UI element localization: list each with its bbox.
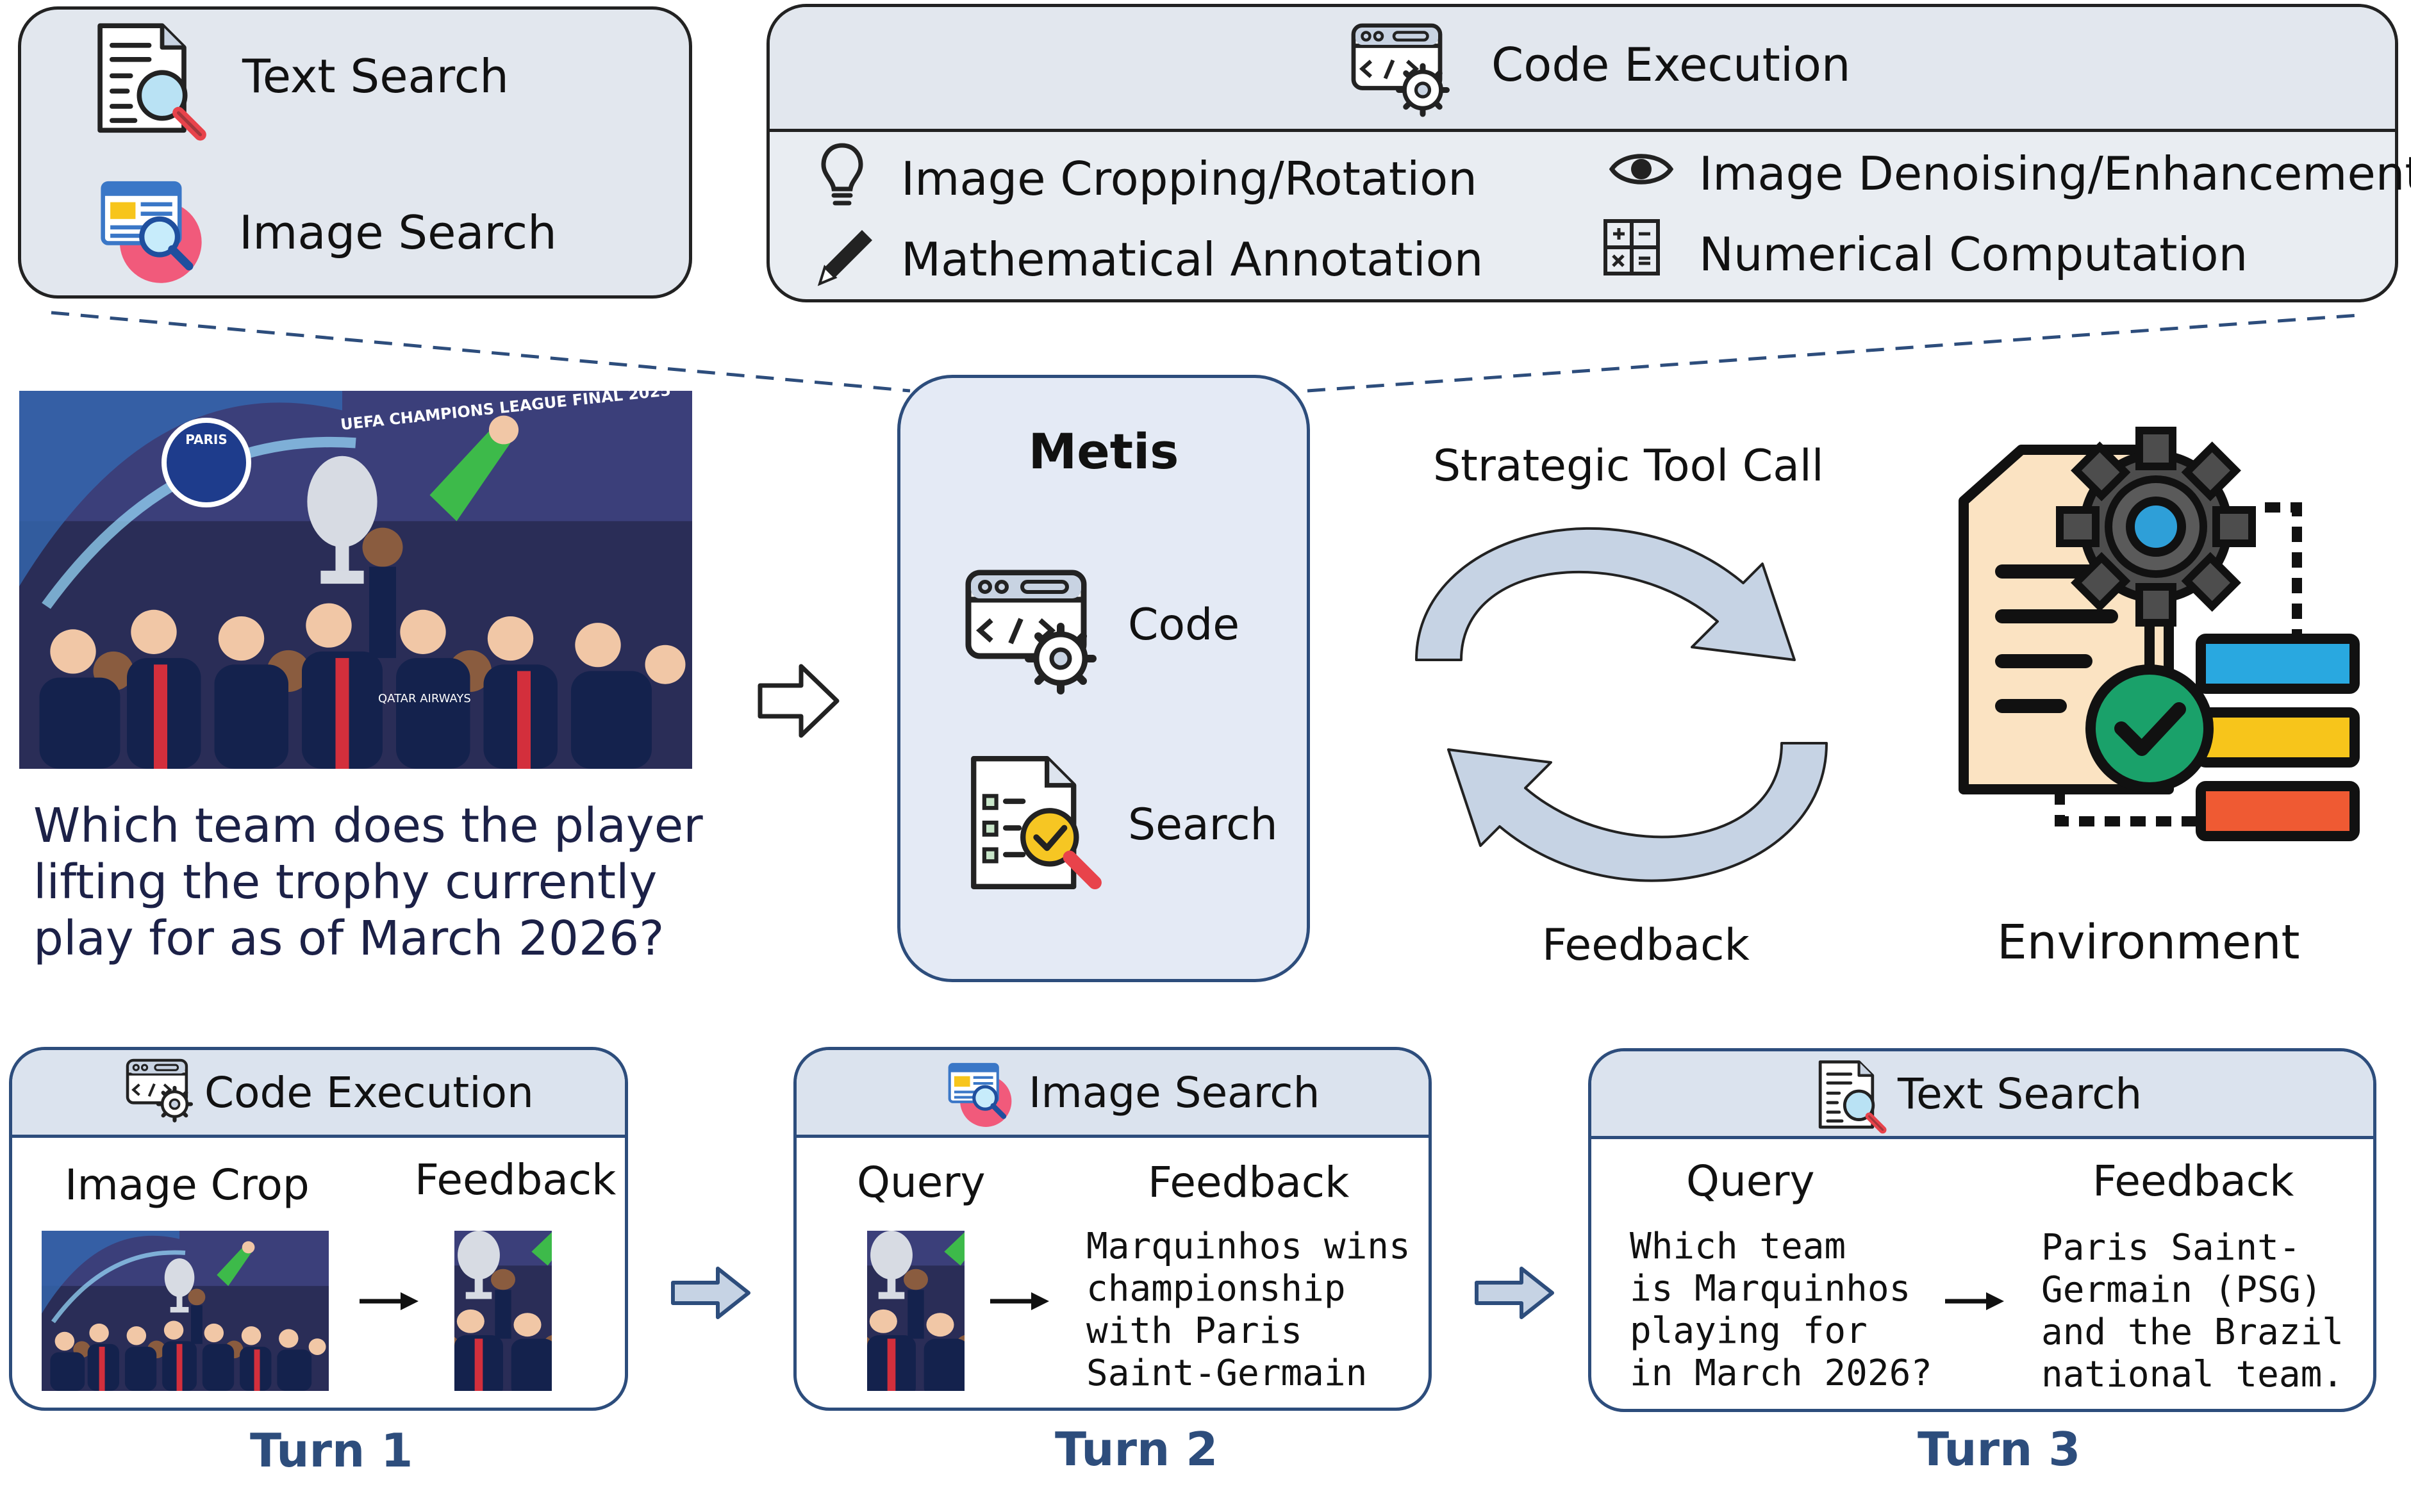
arrow-icon bbox=[1945, 1292, 2004, 1310]
question-line-1: Which team does the player bbox=[33, 798, 703, 853]
turn-3-left-label: Query bbox=[1686, 1156, 1815, 1206]
crest-text: PARIS bbox=[185, 432, 228, 447]
code-icon bbox=[963, 570, 1097, 698]
calculator-icon bbox=[1603, 219, 1660, 275]
sponsor-text: QATAR AIRWAYS bbox=[378, 692, 471, 705]
code-execution-header bbox=[770, 7, 2395, 132]
turn-3-feedback-line-2: Germain (PSG) bbox=[2041, 1269, 2323, 1311]
computation-label: Numerical Computation bbox=[1699, 227, 2248, 281]
turn-2-label: Turn 2 bbox=[1055, 1422, 1218, 1476]
strategic-tool-call-label: Strategic Tool Call bbox=[1433, 441, 1824, 491]
feedback-cycle-label: Feedback bbox=[1542, 920, 1750, 971]
metis-search-label: Search bbox=[1128, 800, 1278, 850]
turn-2-header bbox=[797, 1050, 1429, 1138]
cropped-image-thumbnail bbox=[454, 1231, 552, 1391]
arrow-icon bbox=[360, 1292, 418, 1310]
pencil-icon bbox=[817, 230, 872, 286]
code-execution-panel: Code Execution Image Cropping/Rotation I… bbox=[766, 4, 2411, 302]
turn-1-left-label: Image Crop bbox=[65, 1160, 310, 1210]
photo-scene bbox=[454, 1231, 552, 1391]
turn-2-feedback-line-4: Saint-Germain bbox=[1086, 1352, 1368, 1394]
environment-icon bbox=[1959, 427, 2360, 841]
code-execution-title: Code Execution bbox=[1491, 38, 1851, 92]
image-search-icon bbox=[945, 1059, 1015, 1128]
turn-1-box: Code Execution Image Crop Feedback bbox=[9, 1047, 628, 1411]
turn-3-query-line-4: in March 2026? bbox=[1630, 1352, 1933, 1394]
turn-3-query-line-1: Which team bbox=[1630, 1226, 1846, 1267]
turn-2-feedback-line-2: championship bbox=[1086, 1268, 1346, 1310]
turn-1-label: Turn 1 bbox=[250, 1424, 413, 1477]
turn-2-header-label: Image Search bbox=[1029, 1068, 1320, 1117]
metis-title: Metis bbox=[1028, 423, 1179, 480]
tool-call-arrow bbox=[1415, 527, 1796, 661]
environment-label: Environment bbox=[1997, 915, 2300, 970]
turn-3-header bbox=[1591, 1051, 2373, 1139]
question-line-2: lifting the trophy currently bbox=[33, 855, 658, 910]
denoising-label: Image Denoising/Enhancement bbox=[1699, 147, 2411, 201]
cropping-label: Image Cropping/Rotation bbox=[901, 152, 1477, 206]
photo-scene bbox=[42, 1231, 329, 1391]
dashed-connector-lines bbox=[51, 311, 2359, 393]
full-image-thumbnail bbox=[42, 1231, 329, 1391]
turn-3-query-line-3: playing for bbox=[1630, 1310, 1868, 1352]
annotation-label: Mathematical Annotation bbox=[901, 233, 1484, 286]
turn-3-right-label: Feedback bbox=[2092, 1156, 2294, 1206]
turn-3-feedback-line-1: Paris Saint- bbox=[2041, 1227, 2301, 1269]
eye-icon bbox=[1609, 154, 1674, 185]
query-image-thumbnail bbox=[867, 1231, 965, 1391]
turn-2-right-label: Feedback bbox=[1148, 1158, 1350, 1207]
turn-arrow-icon bbox=[671, 1267, 750, 1319]
psg-crest: PARIS bbox=[162, 418, 251, 507]
turn-2-feedback-line-1: Marquinhos wins bbox=[1086, 1226, 1411, 1267]
turn-2-feedback-line-3: with Paris bbox=[1086, 1310, 1303, 1352]
question-line-3: play for as of March 2026? bbox=[33, 911, 665, 966]
turn-2-box: Image Search Query Feedback Marquinhos w… bbox=[793, 1047, 1432, 1411]
image-search-label: Image Search bbox=[239, 206, 557, 259]
text-search-label: Text Search bbox=[242, 49, 509, 103]
arrow-icon bbox=[990, 1292, 1049, 1310]
metis-agent-box: Metis Code Search bbox=[897, 375, 1310, 982]
search-document-icon bbox=[968, 756, 1105, 889]
psg-celebration-photo: UEFA CHAMPIONS LEAGUE FINAL 2025 PARIS Q… bbox=[19, 391, 692, 769]
turn-arrow-icon bbox=[1475, 1267, 1554, 1319]
turn-3-box: Text Search Query Feedback Which team is… bbox=[1588, 1048, 2376, 1412]
turn-3-feedback-line-4: national team. bbox=[2041, 1354, 2344, 1395]
text-search-icon bbox=[1818, 1060, 1886, 1132]
turn-2-left-label: Query bbox=[857, 1158, 986, 1207]
turn-1-right-label: Feedback bbox=[415, 1155, 617, 1204]
code-icon bbox=[126, 1059, 192, 1124]
search-tools-panel: Text Search Image Search bbox=[18, 6, 692, 299]
metis-code-label: Code bbox=[1128, 600, 1240, 650]
turn-3-query-line-2: is Marquinhos bbox=[1630, 1268, 1911, 1310]
photo-scene bbox=[867, 1231, 965, 1391]
turn-3-label: Turn 3 bbox=[1918, 1422, 2081, 1476]
turn-1-header bbox=[12, 1050, 625, 1138]
turn-3-header-label: Text Search bbox=[1898, 1069, 2142, 1119]
input-arrow-icon bbox=[758, 664, 840, 738]
turn-3-feedback-line-3: and the Brazil bbox=[2041, 1311, 2344, 1353]
turn-1-header-label: Code Execution bbox=[204, 1068, 534, 1117]
photo-scene bbox=[19, 391, 692, 769]
lightbulb-icon bbox=[821, 143, 863, 206]
feedback-arrow bbox=[1447, 742, 1828, 882]
